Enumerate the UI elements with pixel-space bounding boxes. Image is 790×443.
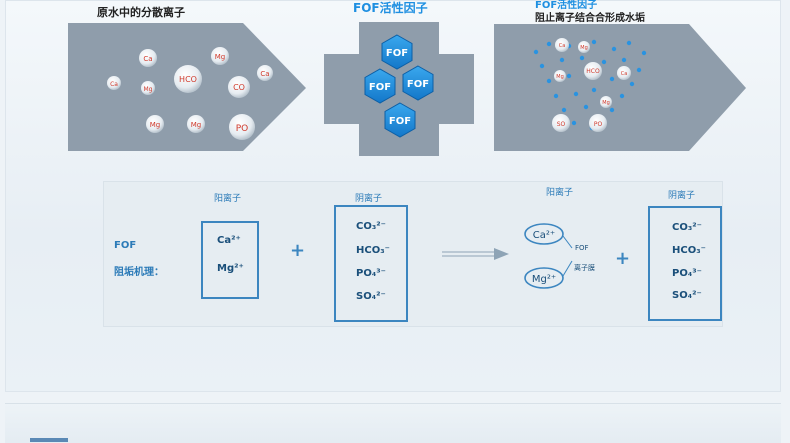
- right-arrow-shape: [494, 24, 746, 151]
- ion-bubble: Mg: [146, 115, 164, 133]
- fof-hexagon: FOF: [384, 102, 416, 138]
- r-ion-ca-2: Ca: [621, 71, 628, 77]
- blue-dots: [533, 39, 647, 131]
- cation-mg: Mg²⁺: [217, 263, 244, 274]
- ion-mg-4: Mg: [191, 121, 201, 129]
- ion-bubble: Mg: [141, 81, 155, 95]
- ion-bubble: SO: [552, 114, 570, 132]
- anion2-hco3: HCO₃⁻: [672, 245, 706, 256]
- fof-cell-1: FOF: [386, 48, 408, 59]
- anion-hco3: HCO₃⁻: [356, 245, 390, 256]
- ion-ca-2: Ca: [110, 81, 118, 88]
- cross-shape: [324, 22, 474, 156]
- r-ion-mg: Mg: [580, 45, 588, 51]
- fof-hexagon: FOF: [364, 68, 396, 104]
- ion-bubble: PO: [229, 114, 255, 140]
- cation-header-1: 阳离子: [214, 194, 242, 204]
- ion-po: PO: [236, 124, 249, 134]
- ion-bubble: Ca: [107, 76, 121, 90]
- fof-factor-diagram: FOF FOF FOF FOF: [324, 22, 474, 156]
- r-ion-ca: Ca: [559, 43, 566, 49]
- ion-bubble: Mg: [578, 41, 590, 53]
- anion-box-2: CO₃²⁻ HCO₃⁻ PO₄³⁻ SO₄²⁻: [648, 206, 722, 321]
- ion-bubble: Ca: [257, 65, 273, 81]
- r-ion-po: PO: [594, 121, 603, 128]
- ion-ca-3: Ca: [260, 70, 269, 78]
- ion-bubble: HCO: [584, 62, 602, 80]
- cation-header-2: 阳离子: [546, 188, 574, 198]
- anion2-co3: CO₃²⁻: [672, 222, 702, 233]
- ion-ca-1: Ca: [143, 55, 152, 63]
- label-prevent-scale: 阻止离子结合合形成水垢: [535, 13, 645, 24]
- ion-bubble: Mg: [211, 47, 229, 65]
- ring-ca-outline: [524, 223, 564, 245]
- mechanism-label: 阻垢机理：: [114, 267, 164, 278]
- ion-hco: HCO: [179, 75, 197, 84]
- anion-co3: CO₃²⁻: [356, 221, 386, 232]
- ring-mg: Mg²⁺: [532, 274, 556, 285]
- membrane-diagram: Ca²⁺ Mg²⁺ FOF 离子膜: [524, 223, 595, 289]
- anion2-po4: PO₄³⁻: [672, 268, 702, 279]
- ion-bubble: Mg: [554, 70, 566, 82]
- fof-small-label: FOF: [575, 244, 589, 252]
- ion-bubble: Mg: [187, 115, 205, 133]
- label-fof-active-factor-right: FOF活性因子: [535, 0, 598, 11]
- ion-bubble: HCO: [174, 65, 202, 93]
- ion-bubble: Ca: [555, 38, 569, 52]
- label-raw-water-ions: 原水中的分散离子: [97, 6, 185, 19]
- fof-cell-3: FOF: [407, 79, 429, 90]
- anion-header-2: 阴离子: [668, 191, 696, 201]
- cation-ca: Ca²⁺: [217, 235, 241, 246]
- mechanism-panel: [103, 181, 723, 327]
- ion-mg-1: Mg: [215, 53, 225, 61]
- raw-water-arrow-diagram: Ca Mg Ca HCO Mg Ca CO Mg Mg PO: [68, 23, 306, 151]
- ion-mg-2: Mg: [144, 86, 153, 93]
- fof-hexagon: FOF: [402, 65, 434, 101]
- fof-hexagon: FOF: [381, 34, 413, 70]
- bottom-tab-indicator[interactable]: [30, 438, 68, 442]
- anion2-so4: SO₄²⁻: [672, 290, 702, 301]
- ion-bubble: Ca: [617, 66, 631, 80]
- r-ion-hco: HCO: [586, 68, 600, 75]
- mechanism-fof-label: FOF: [114, 240, 137, 251]
- fof-cell-2: FOF: [369, 82, 391, 93]
- cation-box: Ca²⁺ Mg²⁺: [201, 221, 259, 299]
- ion-bubble: PO: [589, 114, 607, 132]
- label-fof-active-factor: FOF活性因子: [353, 1, 428, 15]
- anion-box-1: CO₃²⁻ HCO₃⁻ PO₄³⁻ SO₄²⁻: [334, 205, 408, 322]
- ring-ca: Ca²⁺: [533, 230, 555, 241]
- r-ion-so: SO: [557, 121, 566, 128]
- ion-mg-3: Mg: [150, 121, 160, 129]
- anion-po4: PO₄³⁻: [356, 268, 386, 279]
- anion-header-1: 阴离子: [355, 194, 383, 204]
- r-ion-mg-3: Mg: [602, 100, 610, 106]
- ring-mg-outline: [524, 267, 564, 289]
- fof-cell-4: FOF: [389, 116, 411, 127]
- ion-bubble: CO: [228, 76, 250, 98]
- bottom-panel: [5, 403, 781, 443]
- membrane-label: 离子膜: [574, 263, 595, 272]
- ion-co: CO: [233, 83, 245, 92]
- ion-bubble: Ca: [139, 49, 157, 67]
- scale-prevention-diagram: Ca Mg HCO Ca Mg Mg SO PO: [494, 24, 746, 151]
- anion-so4: SO₄²⁻: [356, 291, 386, 302]
- ion-bubble: Mg: [600, 96, 612, 108]
- plus-sign-2: +: [615, 248, 631, 269]
- reaction-arrow: [442, 248, 509, 260]
- r-ion-mg-2: Mg: [556, 74, 564, 80]
- plus-sign-1: +: [290, 240, 306, 261]
